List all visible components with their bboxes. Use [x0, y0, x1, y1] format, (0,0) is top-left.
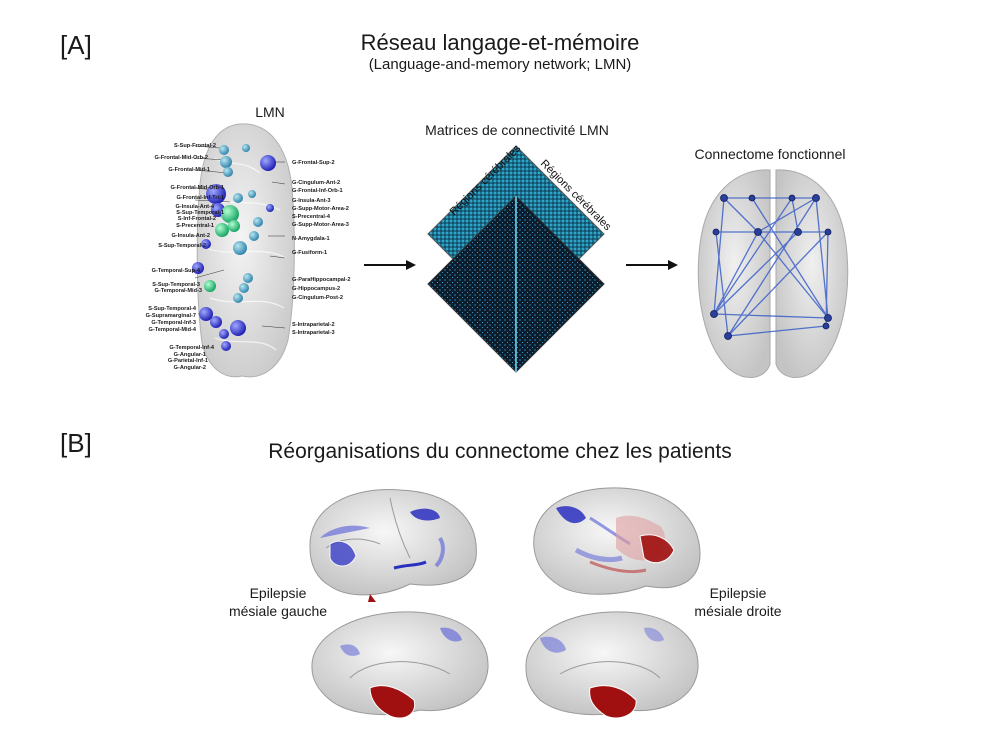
panel-a-subtitle: (Language-and-memory network; LMN) [368, 56, 632, 73]
right-group-line-1: Epilepsie [709, 585, 767, 601]
panel-b-title: Réorganisations du connectome chez les p… [268, 440, 732, 463]
region-label: G-Frontal-Sup-2 [292, 160, 335, 166]
matrix-caption: Matrices de connectivité LMN [425, 122, 609, 138]
lmn-nodes [192, 144, 276, 351]
left-group-line-1: Epilepsie [249, 585, 307, 601]
region-label: S-Inf-Frontal-2 [177, 216, 216, 222]
region-label: G-Insula-Ant-3 [292, 198, 331, 204]
region-label: N-Amygdala-1 [292, 236, 330, 242]
left-medial-brain [311, 611, 489, 719]
region-label: G-Supp-Motor-Area-3 [292, 222, 349, 228]
region-label: S-Sup-Temporal-2 [158, 243, 206, 249]
region-label: S-Sup-Temporal-4 [148, 306, 196, 312]
region-label: S-Sup-Temporal-3 [152, 282, 200, 288]
region-label: G-Frontal-Mid-Orb-2 [154, 155, 208, 161]
region-label: S-Sup-Temporal-1 [176, 210, 224, 216]
brain-left-hemisphere [697, 169, 771, 378]
region-label: S-Intraparietal-3 [292, 330, 335, 336]
region-label: S-Precentral-4 [292, 214, 330, 220]
connectome-figure [697, 169, 849, 378]
brain-right-hemisphere [775, 169, 849, 378]
right-group-line-2: mésiale droite [694, 603, 782, 619]
arrow-icon [364, 260, 416, 270]
region-label: G-ParaHippocampal-2 [292, 277, 351, 283]
region-label: G-Angular-2 [173, 365, 206, 371]
region-label: G-Hippocampus-2 [292, 286, 341, 292]
connectome-edges [713, 197, 829, 337]
region-label: G-Temporal-Mid-3 [154, 288, 202, 294]
region-label: G-Insula-Ant-4 [175, 204, 214, 210]
region-label: G-Fusiform-1 [292, 250, 328, 256]
panel-b-label: [B] [60, 428, 92, 458]
region-label: S-Sup-Frontal-2 [174, 143, 216, 149]
connectome-caption: Connectome fonctionnel [694, 146, 846, 162]
region-label: G-Cingulum-Ant-2 [292, 180, 341, 186]
panel-a-label: [A] [60, 30, 92, 60]
left-group-line-2: mésiale gauche [228, 603, 328, 619]
region-label: G-Frontal-Inf-Orb-1 [292, 188, 343, 194]
region-label: G-Temporal-Mid-4 [148, 327, 196, 333]
region-label: G-Frontal-Inf-Tri-1 [176, 195, 224, 201]
brain-surface-figure [309, 487, 701, 719]
region-label: G-Temporal-Sup-4 [151, 268, 200, 274]
region-label: G-Temporal-Inf-3 [151, 320, 196, 326]
connectome-nodes [710, 194, 832, 340]
region-label: G-Frontal-Mid-1 [168, 167, 210, 173]
region-label: G-Supp-Motor-Area-2 [292, 206, 349, 212]
right-lateral-brain [533, 487, 701, 595]
region-label: G-Temporal-Inf-4 [169, 345, 214, 351]
lmn-caption: LMN [255, 104, 285, 120]
left-group-label: Epilepsie mésiale gauche [222, 584, 334, 620]
left-lateral-brain [309, 489, 477, 602]
region-label: G-Supramarginal-7 [145, 313, 196, 319]
region-label: G-Insula-Ant-2 [171, 233, 210, 239]
lmn-brain-figure [192, 123, 295, 378]
region-label: S-Intraparietal-2 [292, 322, 335, 328]
right-group-label: Epilepsie mésiale droite [682, 584, 794, 620]
right-medial-brain [525, 611, 699, 719]
region-label: G-Frontal-Mid-Orb-1 [170, 185, 224, 191]
region-label: G-Angular-1 [173, 352, 206, 358]
connectivity-matrices: Régions cérébrales Régions cérébrales [427, 144, 614, 373]
region-label: G-Parietal-Inf-1 [167, 358, 208, 364]
region-label: G-Cingulum-Post-2 [292, 295, 343, 301]
panel-a-title: Réseau langage-et-mémoire [360, 30, 640, 55]
arrow-icon [626, 260, 678, 270]
region-label: S-Precentral-1 [176, 223, 214, 229]
